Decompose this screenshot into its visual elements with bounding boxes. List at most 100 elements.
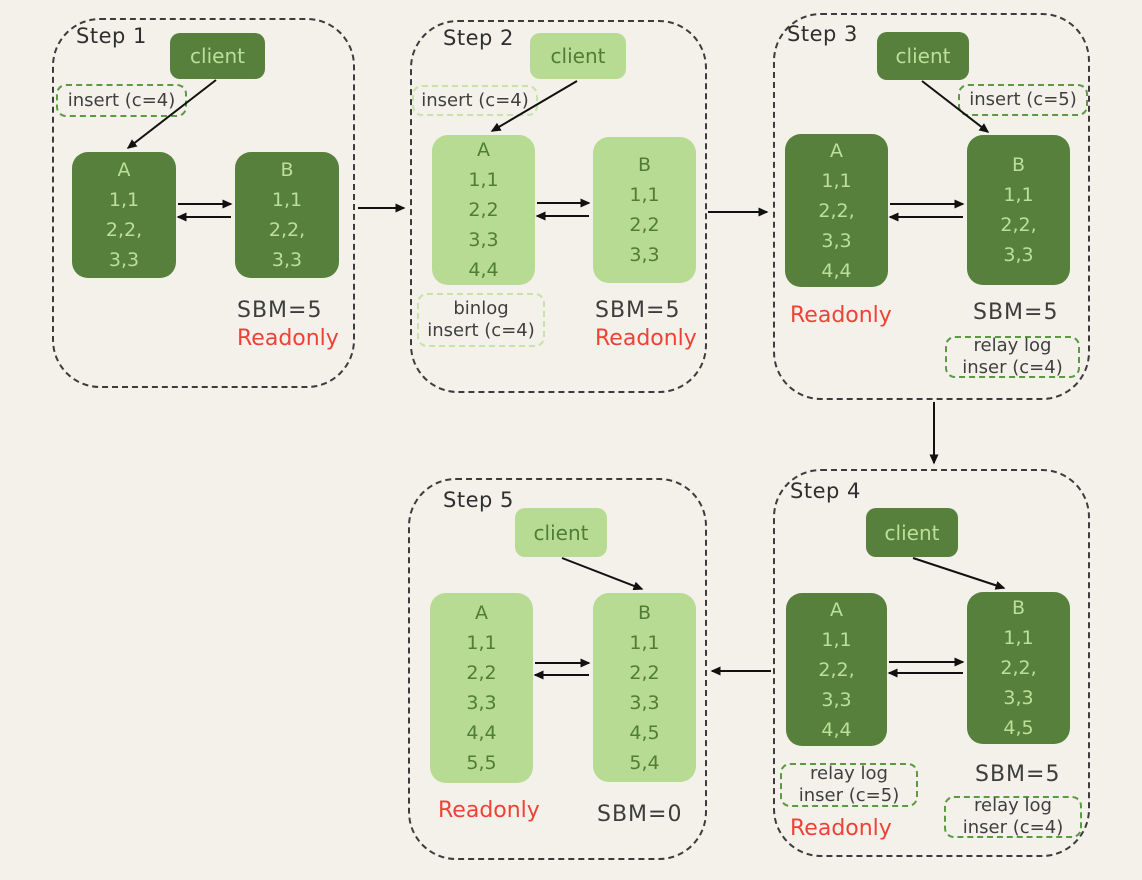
client-label: client (884, 520, 940, 545)
node-title: B (637, 601, 652, 624)
binlog-tag-line1: binlog (453, 298, 509, 319)
client-label: client (895, 44, 951, 68)
node-title: B (1011, 154, 1026, 176)
step-4-relay-log-tag-a: relay log inser (c=5) (780, 763, 918, 807)
binlog-tag-line2: insert (c=4) (427, 320, 535, 341)
step-1-sbm-status: SBM=5 (237, 298, 323, 323)
node-row: 1,1 (1003, 627, 1034, 649)
step-4-node-a: A 1,1 2,2, 3,3 4,4 (786, 593, 887, 746)
node-title: A (477, 139, 490, 161)
node-title: B (1011, 597, 1026, 619)
step-5-client-node: client (515, 508, 607, 557)
step-3-node-b: B 1,1 2,2, 3,3 (967, 135, 1070, 285)
step-1-node-b: B 1,1 2,2, 3,3 (235, 152, 339, 278)
node-title: A (830, 139, 843, 162)
step-2-client-node: client (530, 33, 626, 79)
insert-tag-text: insert (c=4) (67, 89, 176, 111)
node-row: 3,3 (108, 249, 140, 271)
step-1-label: Step 1 (76, 24, 147, 48)
step-5-sbm-status: SBM=0 (597, 802, 683, 827)
step-1-readonly-status: Readonly (237, 326, 339, 351)
step-2-insert-tag: insert (c=4) (412, 85, 538, 116)
step-5-node-b: B 1,1 2,2 3,3 4,5 5,4 (593, 593, 696, 782)
node-row: 2,2, (1000, 214, 1037, 236)
step-2-node-b: B 1,1 2,2 3,3 (593, 137, 696, 283)
step-5-label: Step 5 (443, 488, 514, 512)
step-2-container (410, 20, 707, 393)
step-1-client-node: client (170, 33, 265, 79)
node-row: 5,4 (629, 751, 660, 774)
step-3-label: Step 3 (787, 22, 858, 46)
step-3-insert-tag: insert (c=5) (958, 84, 1088, 116)
step-2-readonly-status: Readonly (595, 326, 697, 351)
step-2-label: Step 2 (443, 26, 514, 50)
node-row: 3,3 (629, 691, 660, 714)
node-row: 2,2 (468, 199, 499, 221)
node-row: 1,1 (1003, 184, 1034, 206)
step-2-sbm-status: SBM=5 (595, 298, 681, 323)
node-title: A (117, 159, 131, 181)
step-4-node-b: B 1,1 2,2, 3,3 4,5 (967, 592, 1070, 744)
node-row: 1,1 (629, 184, 660, 206)
step-5-container (408, 478, 707, 860)
step-5-readonly-status: Readonly (438, 798, 540, 823)
relay-tag-line1: relay log (810, 763, 888, 784)
node-row: 1,1 (629, 631, 660, 654)
node-title: B (637, 154, 652, 176)
node-row: 2,2 (466, 662, 497, 684)
node-title: A (475, 602, 488, 624)
node-row: 1,1 (821, 169, 852, 192)
step-5-node-a: A 1,1 2,2 3,3 4,4 5,5 (430, 593, 533, 783)
node-row: 3,3 (821, 229, 852, 252)
step-4-container (773, 469, 1090, 857)
step-4-sbm-status: SBM=5 (975, 762, 1061, 787)
node-row: 2,2 (629, 214, 660, 236)
node-row: 4,4 (466, 722, 497, 744)
relay-tag-line2: inser (c=5) (798, 785, 900, 806)
relay-tag-line2: inser (c=4) (962, 357, 1063, 378)
node-row: 4,5 (629, 721, 660, 744)
node-row: 4,4 (821, 718, 852, 741)
step-2-binlog-tag: binlog insert (c=4) (417, 293, 545, 347)
node-row: 3,3 (466, 692, 497, 714)
client-label: client (550, 44, 606, 68)
step-4-readonly-status: Readonly (790, 816, 892, 841)
node-title: B (280, 159, 294, 181)
node-row: 2,2, (1000, 657, 1037, 679)
node-row: 1,1 (821, 628, 852, 651)
relay-tag-line1: relay log (974, 795, 1052, 816)
insert-tag-text: insert (c=5) (969, 89, 1077, 110)
step-1-node-a: A 1,1 2,2, 3,3 (72, 152, 176, 278)
node-row: 5,5 (466, 752, 497, 774)
node-row: 4,4 (821, 259, 852, 282)
step-3-node-a: A 1,1 2,2, 3,3 4,4 (785, 134, 888, 287)
step-4-label: Step 4 (790, 479, 861, 503)
node-row: 2,2 (629, 661, 660, 684)
step-4-client-node: client (866, 508, 958, 557)
node-row: 1,1 (271, 189, 303, 211)
node-row: 2,2, (105, 219, 143, 241)
node-row: 1,1 (108, 189, 140, 211)
node-row: 2,2, (818, 199, 855, 222)
relay-tag-line1: relay log (973, 335, 1052, 356)
client-label: client (190, 44, 245, 68)
step-3-container (773, 13, 1090, 400)
relay-tag-line2: inser (c=4) (962, 817, 1064, 838)
node-row: 2,2, (268, 219, 306, 241)
step-3-relay-log-tag: relay log inser (c=4) (945, 335, 1080, 378)
node-title: A (830, 598, 843, 621)
step-3-client-node: client (877, 32, 969, 80)
node-row: 4,4 (468, 259, 499, 281)
step-4-relay-log-tag-b: relay log inser (c=4) (944, 795, 1082, 838)
step-1-insert-tag: insert (c=4) (56, 84, 187, 117)
node-row: 1,1 (468, 169, 499, 191)
node-row: 1,1 (466, 632, 497, 654)
insert-tag-text: insert (c=4) (421, 89, 529, 111)
step-3-readonly-status: Readonly (790, 303, 892, 328)
step-3-sbm-status: SBM=5 (973, 300, 1059, 325)
step-2-node-a: A 1,1 2,2 3,3 4,4 (432, 135, 535, 285)
node-row: 3,3 (821, 688, 852, 711)
node-row: 3,3 (1003, 244, 1034, 266)
node-row: 4,5 (1003, 717, 1034, 739)
